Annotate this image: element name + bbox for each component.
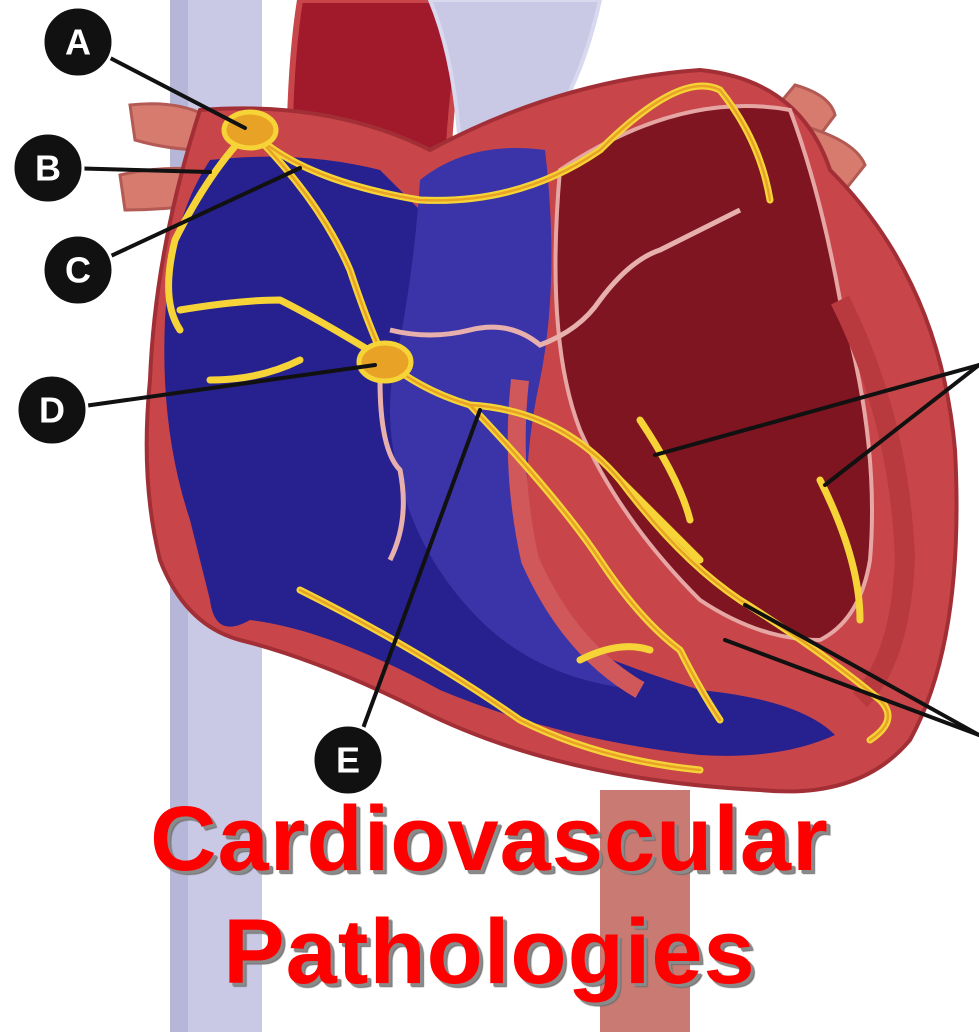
label-e-text: E bbox=[336, 740, 360, 781]
sa-node bbox=[224, 112, 276, 148]
label-d: D bbox=[17, 375, 87, 445]
title-line-1: Cardiovascular bbox=[0, 793, 979, 885]
label-c-text: C bbox=[65, 250, 91, 291]
label-a: A bbox=[43, 7, 113, 77]
label-e: E bbox=[313, 725, 383, 795]
label-d-text: D bbox=[39, 390, 65, 431]
label-a-text: A bbox=[65, 22, 91, 63]
av-node bbox=[359, 343, 411, 381]
title-line-2: Pathologies bbox=[0, 906, 979, 998]
label-b: B bbox=[13, 133, 83, 203]
label-c: C bbox=[43, 235, 113, 305]
label-b-text: B bbox=[35, 148, 61, 189]
